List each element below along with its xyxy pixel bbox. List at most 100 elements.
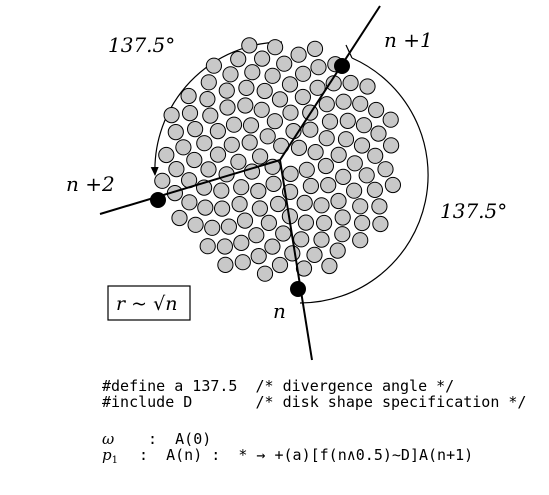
disk: [371, 198, 388, 215]
disk: [167, 124, 184, 141]
disk: [293, 231, 310, 248]
disk: [334, 226, 351, 243]
disk: [330, 192, 347, 210]
disk: [216, 238, 233, 255]
disk: [209, 146, 227, 163]
disk: [223, 136, 240, 153]
formula-text: r ~ √n: [116, 293, 177, 315]
radial-line-n: [279, 159, 313, 361]
disk-cluster: [154, 37, 401, 282]
disk: [214, 200, 231, 217]
disk: [321, 257, 338, 275]
code-include-line: #include D /* disk shape specification *…: [102, 393, 527, 411]
disk: [199, 238, 216, 255]
disk: [296, 194, 313, 211]
disk: [158, 146, 175, 164]
disk: [254, 50, 271, 67]
angle-label-top: 137.5°: [108, 33, 175, 57]
disk: [335, 93, 352, 110]
axiom-label: ω: [102, 430, 115, 448]
disk: [213, 182, 230, 199]
disk: [282, 165, 299, 182]
disk: [316, 214, 333, 232]
disk: [313, 231, 330, 248]
disk: [186, 151, 203, 169]
disk: [368, 101, 385, 119]
disk: [342, 74, 359, 92]
disk: [352, 198, 369, 215]
disk: [367, 147, 384, 164]
label-n-plus-1: n +1: [384, 28, 433, 52]
production-text: : A(n) : * → +(a)[f(n∧0.5)∼D]A(n+1): [130, 446, 474, 464]
disk: [306, 246, 323, 263]
production-label: p1: [102, 446, 118, 466]
disk: [355, 117, 373, 134]
disk: [265, 175, 282, 192]
disk: [318, 96, 335, 113]
disk: [318, 130, 335, 147]
disk: [302, 177, 319, 195]
disk: [267, 39, 284, 56]
disk: [241, 134, 258, 151]
disk: [252, 148, 269, 165]
disk: [329, 242, 346, 259]
disk: [290, 139, 308, 156]
disk: [230, 51, 247, 68]
disk: [154, 172, 171, 189]
disk: [321, 113, 339, 130]
disk: [200, 161, 217, 178]
disk: [264, 238, 281, 255]
disk: [242, 117, 260, 134]
label-n: n: [273, 299, 286, 323]
disk: [271, 91, 289, 108]
disk: [237, 97, 254, 114]
disk: [275, 225, 292, 242]
disk: [241, 37, 258, 54]
disk: [181, 194, 198, 211]
disk: [238, 79, 255, 97]
disk: [372, 215, 389, 233]
disk: [199, 91, 216, 108]
disk: [337, 131, 355, 148]
disk: [382, 111, 399, 128]
disk: [236, 212, 254, 229]
disk: [377, 161, 394, 178]
disk: [306, 40, 324, 58]
disk: [284, 245, 301, 262]
disk: [281, 76, 299, 93]
disk: [259, 128, 276, 145]
disk: [271, 256, 289, 274]
radial-line-n-plus-2: [99, 159, 281, 215]
disk: [320, 177, 337, 194]
disk: [197, 199, 214, 216]
disk: [309, 79, 326, 96]
disk: [346, 182, 363, 199]
disk: [334, 209, 351, 226]
disk: [251, 200, 268, 217]
disk: [168, 161, 185, 178]
disk: [250, 248, 267, 265]
marker-n-plus-1: [334, 58, 350, 74]
disk: [204, 219, 221, 236]
disk: [358, 167, 375, 184]
rotation-arc-right: [299, 57, 429, 304]
disk: [218, 82, 235, 99]
disk: [202, 107, 219, 124]
disk: [330, 146, 347, 163]
disk: [346, 155, 363, 172]
disk: [248, 227, 265, 244]
disk: [234, 254, 251, 271]
radial-line-n-plus-1: [279, 5, 381, 161]
disk: [264, 67, 281, 84]
disk: [181, 105, 199, 122]
disk: [352, 232, 369, 249]
disk: [220, 218, 237, 235]
axiom-text: : A(0): [130, 430, 212, 448]
rotation-arrow-top: [345, 44, 353, 59]
disk: [295, 65, 312, 82]
disk: [313, 197, 330, 214]
angle-label-right: 137.5°: [440, 199, 507, 223]
disk: [187, 121, 204, 138]
formula-box: [107, 285, 191, 321]
marker-n-plus-2: [150, 192, 166, 208]
